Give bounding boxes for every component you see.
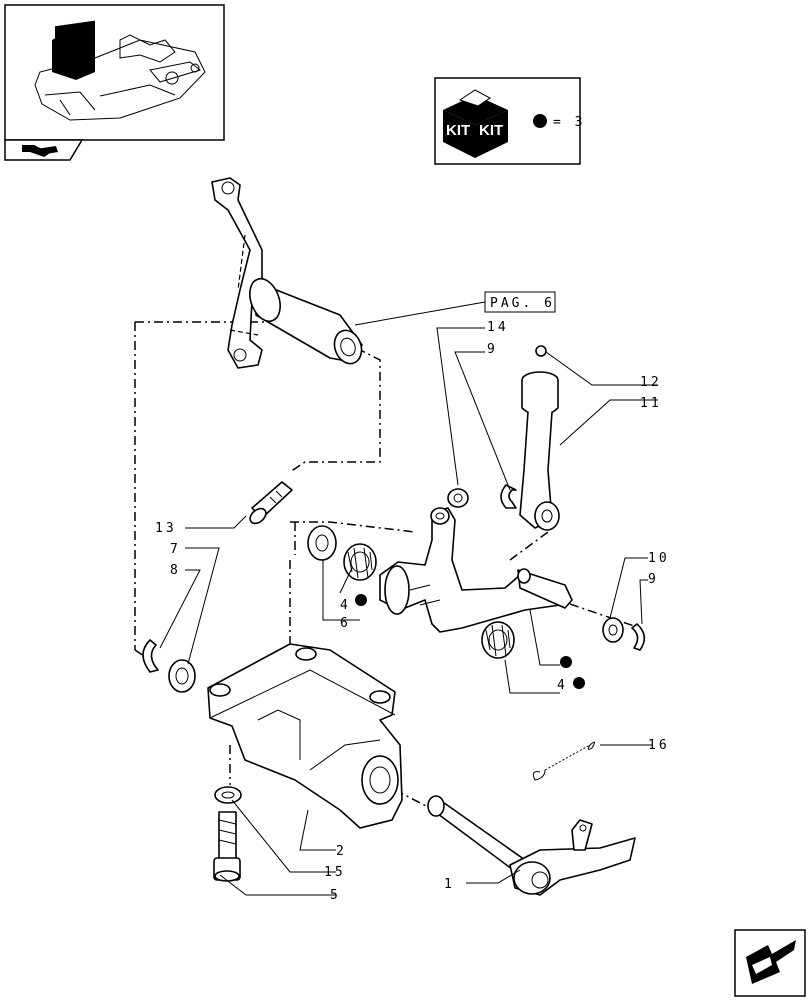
callout-8: 8 (170, 563, 181, 578)
thumbnail-overview[interactable] (4, 4, 225, 141)
needle-bearing-right (481, 621, 515, 659)
kit-markers (355, 594, 585, 689)
kit-marker-left (355, 594, 367, 606)
callout-9-upper: 9 (487, 342, 498, 357)
callout-13: 13 (155, 521, 177, 536)
shaft-lever (427, 795, 636, 896)
callout-16: 16 (648, 738, 670, 753)
callout-9-right: 9 (648, 572, 659, 587)
callout-12: 12 (640, 375, 662, 390)
page-reference[interactable]: PAG. 6 (484, 291, 556, 313)
kit-marker-right-upper (560, 656, 572, 668)
callout-14: 14 (487, 320, 509, 335)
control-lever (379, 507, 573, 633)
callout-1: 1 (444, 877, 455, 892)
next-page-icon[interactable] (734, 929, 806, 997)
washer-6 (307, 525, 337, 561)
callout-2: 2 (336, 844, 347, 859)
kit-box-icon: KIT KIT (443, 89, 508, 158)
spring-16 (532, 741, 596, 781)
kit-marker-icon (533, 114, 547, 128)
kit-legend: KIT KIT = 3 (434, 77, 585, 165)
callout-10: 10 (648, 551, 670, 566)
callout-labels: 14 9 12 11 13 7 8 4 6 10 9 4 16 2 15 5 1 (155, 320, 670, 903)
assembly-axis-lines (134, 321, 641, 740)
nav-back-icon[interactable] (4, 139, 84, 161)
lift-arm-reference (211, 177, 363, 369)
kit-label-right: KIT (479, 122, 503, 139)
circlip-upper (500, 484, 517, 509)
kit-legend-text: = 3 (553, 115, 585, 130)
support-bracket (207, 643, 403, 829)
screw-13 (249, 481, 293, 525)
page-reference-text[interactable]: PAG. 6 (490, 296, 555, 311)
callout-11: 11 (640, 396, 662, 411)
callout-6: 6 (340, 616, 351, 631)
lock-washer-15 (214, 786, 242, 804)
callout-7: 7 (170, 542, 181, 557)
washer-14 (447, 488, 469, 508)
leader-lines (159, 301, 658, 896)
circlip-right (631, 623, 646, 651)
needle-bearing-left (343, 543, 377, 581)
callout-5: 5 (330, 888, 341, 903)
washer-10 (602, 617, 624, 643)
washer-7 (168, 659, 196, 693)
circlip-8 (142, 639, 159, 673)
bolt-5 (213, 811, 241, 882)
callout-4-right: 4 (557, 678, 568, 693)
callout-4-left: 4 (340, 598, 351, 613)
callout-15: 15 (324, 865, 346, 880)
kit-label-left: KIT (446, 122, 470, 139)
control-spool (519, 345, 560, 531)
kit-marker-right-lower (573, 677, 585, 689)
